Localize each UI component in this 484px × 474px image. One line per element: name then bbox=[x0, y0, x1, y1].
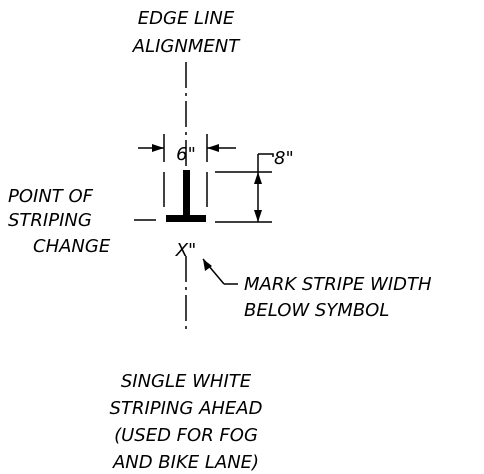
dim-8-arrow-top bbox=[254, 172, 262, 184]
point-of-striping-label-1: POINT OF bbox=[8, 186, 94, 207]
point-of-striping-label-3: CHANGE bbox=[33, 236, 111, 257]
description-line-1: SINGLE WHITE bbox=[121, 371, 252, 392]
dim-6-arrow-right bbox=[207, 144, 219, 152]
callout-label-1: MARK STRIPE WIDTH bbox=[244, 274, 432, 295]
x-mark-label: X" bbox=[175, 240, 197, 261]
description-line-4: AND BIKE LANE) bbox=[112, 452, 259, 473]
dim-8-leader bbox=[258, 153, 274, 157]
dim-6-label: 6" bbox=[176, 144, 196, 165]
edge-line-label-2: ALIGNMENT bbox=[132, 36, 241, 57]
stripe-symbol-base bbox=[166, 215, 206, 222]
description-line-3: (USED FOR FOG bbox=[114, 425, 258, 446]
callout-arrowhead bbox=[203, 259, 212, 271]
stripe-symbol-stem bbox=[183, 170, 190, 218]
callout-label-2: BELOW SYMBOL bbox=[244, 300, 389, 321]
point-of-striping-label-2: STRIPING bbox=[8, 210, 92, 231]
dim-8-label: 8" bbox=[274, 148, 294, 169]
dim-6-arrow-left bbox=[152, 144, 164, 152]
dim-8-arrow-bottom bbox=[254, 210, 262, 222]
edge-line-label-1: EDGE LINE bbox=[138, 8, 235, 29]
description-line-2: STRIPING AHEAD bbox=[110, 398, 263, 419]
